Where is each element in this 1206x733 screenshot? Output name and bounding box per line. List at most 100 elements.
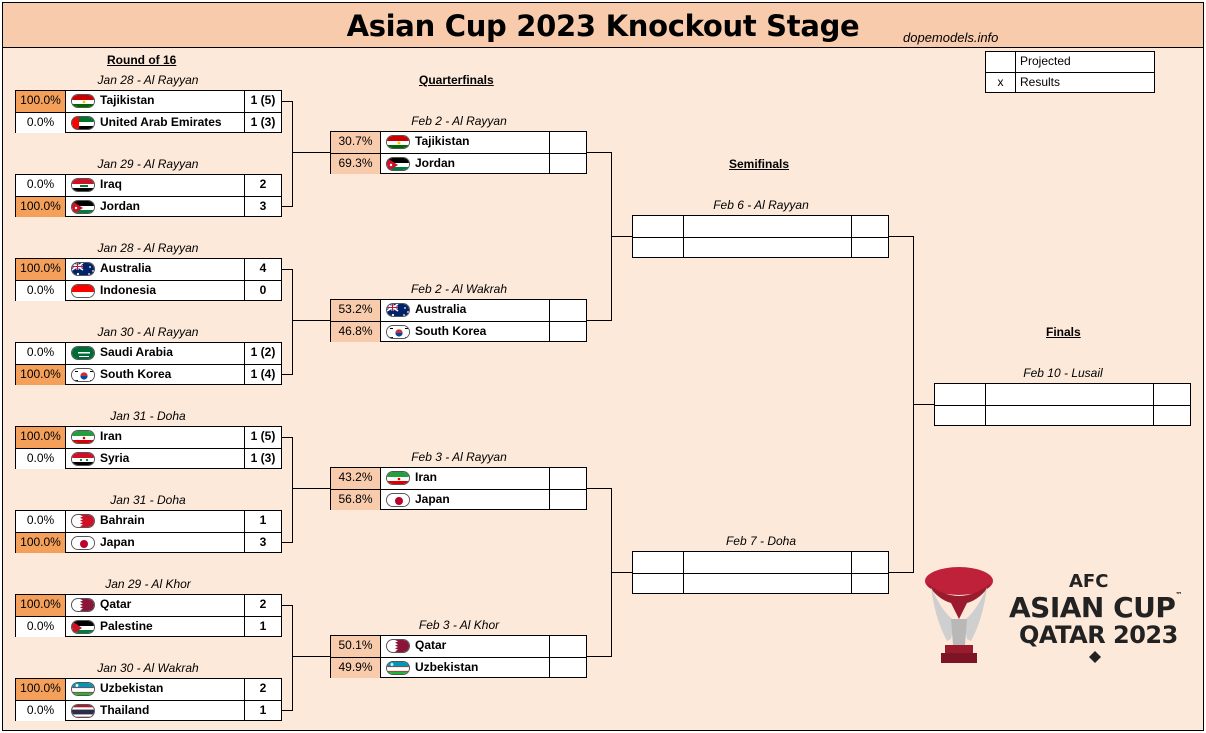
win-probability: 56.8%	[331, 490, 381, 510]
team-row[interactable]: 30.7%Tajikistan	[331, 132, 586, 153]
team-name: Syria	[100, 451, 130, 465]
team-score	[549, 322, 586, 342]
win-probability: 100.0%	[16, 259, 66, 280]
match-date: Jan 31 - Doha	[110, 493, 186, 507]
team-name: Jordan	[100, 199, 141, 213]
match-date: Jan 30 - Al Rayyan	[97, 325, 199, 339]
logo-trademark: ™	[1175, 591, 1182, 599]
team-name: Tajikistan	[415, 134, 470, 148]
win-probability: 0.0%	[16, 617, 66, 637]
bracket-connector-line	[587, 656, 611, 657]
team-row[interactable]	[633, 552, 888, 573]
team-name: Uzbekistan	[100, 681, 164, 695]
team-score: 1	[244, 511, 281, 532]
bracket-connector-line	[282, 542, 292, 543]
australia-flag-icon	[71, 262, 95, 276]
bracket-connector-line	[282, 605, 292, 606]
team-row[interactable]: 53.2%Australia	[331, 300, 586, 321]
team-row[interactable]	[633, 573, 888, 594]
team-score: 4	[244, 259, 281, 280]
match-date: Feb 7 - Doha	[725, 534, 797, 548]
bracket-connector-line	[292, 656, 330, 657]
uzbekistan-flag-icon	[386, 661, 410, 675]
tajikistan-flag-icon	[386, 135, 410, 149]
win-probability: 100.0%	[16, 679, 66, 700]
team-row[interactable]: 46.8%South Korea	[331, 321, 586, 342]
win-probability: 100.0%	[16, 91, 66, 112]
team-row[interactable]: 49.9%Uzbekistan	[331, 657, 586, 678]
trophy-icon	[925, 567, 993, 663]
logo-asian-cup-label: ASIAN CUP	[1009, 591, 1176, 624]
team-row[interactable]	[633, 237, 888, 258]
round-title-sf: Semifinals	[729, 157, 790, 171]
team-row[interactable]: 0.0% Iraq 2	[16, 175, 281, 196]
title-bar: Asian Cup 2023 Knockout Stage dopemodels…	[3, 3, 1203, 48]
win-probability: 53.2%	[331, 300, 381, 321]
bracket-connector-line	[292, 101, 293, 207]
jordan-flag-icon	[71, 200, 95, 214]
qatar-flag-icon	[71, 598, 95, 612]
match-date: Jan 30 - Al Wakrah	[97, 661, 199, 675]
legend-mark	[986, 52, 1016, 72]
page-title: Asian Cup 2023 Knockout Stage	[346, 9, 860, 43]
match-date: Jan 28 - Al Rayyan	[97, 241, 199, 255]
team-score: 2	[244, 175, 281, 196]
team-name: South Korea	[415, 324, 487, 338]
team-name: Indonesia	[100, 283, 157, 297]
team-score	[549, 132, 586, 153]
team-row[interactable]	[633, 216, 888, 237]
bracket-connector-line	[913, 404, 934, 405]
logo-qatar-text: QATAR 2023	[1019, 621, 1178, 649]
team-row[interactable]: 50.1%Qatar	[331, 636, 586, 657]
logo-afc-text: AFC	[1069, 571, 1109, 592]
team-name: Uzbekistan	[415, 660, 479, 674]
cell-divider	[1153, 406, 1154, 426]
team-score	[549, 468, 586, 489]
win-probability: 0.0%	[16, 701, 66, 721]
team-row[interactable]	[935, 384, 1190, 405]
sf-match	[632, 551, 889, 594]
team-score	[549, 154, 586, 174]
cell-divider	[683, 238, 684, 258]
bracket-connector-line	[282, 374, 292, 375]
team-name: Saudi Arabia	[100, 345, 173, 359]
team-row[interactable]: 43.2%Iran	[331, 468, 586, 489]
team-row[interactable]: 56.8%Japan	[331, 489, 586, 510]
team-score: 1 (3)	[244, 449, 281, 469]
team-row[interactable]: 69.3%Jordan	[331, 153, 586, 174]
bracket-connector-line	[282, 101, 292, 102]
bracket-connector-line	[611, 236, 632, 237]
win-probability: 0.0%	[16, 175, 66, 196]
round-title-qf: Quarterfinals	[419, 73, 494, 87]
team-name: Jordan	[415, 156, 456, 170]
tajikistan-flag-icon	[71, 94, 95, 108]
team-name: Iraq	[100, 177, 123, 191]
bracket-connector-line	[889, 236, 913, 237]
bracket-connector-line	[292, 488, 330, 489]
cell-divider	[985, 384, 986, 405]
win-probability: 100.0%	[16, 533, 66, 553]
team-row[interactable]	[935, 405, 1190, 426]
